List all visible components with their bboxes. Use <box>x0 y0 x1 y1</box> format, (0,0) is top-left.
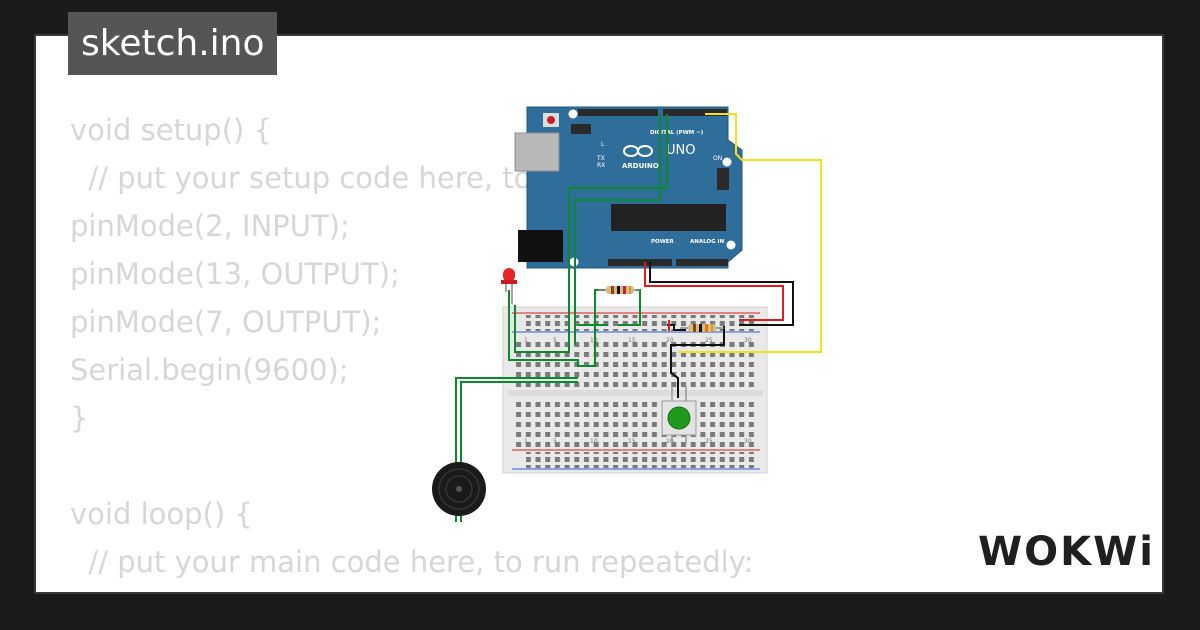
digital-header-high <box>663 109 727 116</box>
analog-header <box>676 259 728 266</box>
analog-label: ANALOG IN <box>690 239 725 245</box>
code-line: // put your main code here, to run repea… <box>70 545 754 579</box>
buzzer-icon[interactable] <box>432 462 486 516</box>
arduino-logo-icon <box>623 145 653 157</box>
power-header <box>608 259 672 266</box>
column-number: 1 <box>524 337 528 344</box>
red-wire[interactable] <box>644 262 784 321</box>
l-led-label: L <box>601 141 605 148</box>
code-line: pinMode(13, OUTPUT); <box>70 257 400 291</box>
column-number: 20 <box>666 337 674 344</box>
column-number: 15 <box>628 337 636 344</box>
code-line: pinMode(2, INPUT); <box>70 209 350 243</box>
column-number: 10 <box>590 438 598 445</box>
file-tab[interactable]: sketch.ino <box>68 12 278 75</box>
power-jack <box>518 230 563 262</box>
code-line: // put your setup code here, to run once… <box>70 161 679 195</box>
power-label: POWER <box>651 239 675 245</box>
atmega-chip <box>611 204 726 231</box>
column-number: 5 <box>553 337 557 344</box>
column-number: 5 <box>553 438 557 445</box>
code-line: Serial.begin(9600); <box>70 353 349 387</box>
resistor-led[interactable] <box>598 286 640 294</box>
column-number: 1 <box>524 438 528 445</box>
column-number: 30 <box>744 438 752 445</box>
digital-header-low <box>578 109 658 116</box>
reset-button[interactable] <box>547 116 555 124</box>
bottom-power-rail <box>526 452 756 468</box>
column-number: 20 <box>666 438 674 445</box>
red-led[interactable] <box>501 268 517 304</box>
push-button[interactable] <box>661 386 697 444</box>
digital-label: DIGITAL (PWM ~) <box>650 130 704 136</box>
on-led-label: ON <box>713 155 722 162</box>
code-line: void setup() { <box>70 113 272 147</box>
usb-port <box>514 132 560 172</box>
wokwi-logo: WOKWi <box>978 529 1155 575</box>
brand-label: ARDUINO <box>622 162 659 170</box>
code-line: } <box>70 401 89 435</box>
breadboard[interactable]: 1 5 10 15 20 25 30 1 5 10 15 20 25 30 <box>502 306 768 474</box>
column-number: 25 <box>705 438 713 445</box>
code-line: void loop() { <box>70 497 253 531</box>
column-number: 10 <box>590 337 598 344</box>
rx-led-label: RX <box>597 162 605 169</box>
column-number: 15 <box>628 438 636 445</box>
model-label: UNO <box>666 143 695 158</box>
tx-led-label: TX <box>596 155 605 162</box>
bottom-terminal-strip <box>516 398 758 448</box>
resistor-button[interactable] <box>680 324 724 332</box>
column-number: 25 <box>705 337 713 344</box>
arduino-uno-board[interactable]: DIGITAL (PWM ~) UNO ARDUINO POWER ANALOG… <box>514 106 743 269</box>
yellow-wire[interactable] <box>678 113 822 353</box>
code-line: pinMode(7, OUTPUT); <box>70 305 382 339</box>
black-wire[interactable] <box>649 262 794 326</box>
column-number: 30 <box>744 337 752 344</box>
green-wire-led[interactable] <box>514 114 668 353</box>
code-editor[interactable]: void setup() { // put your setup code he… <box>70 106 754 592</box>
